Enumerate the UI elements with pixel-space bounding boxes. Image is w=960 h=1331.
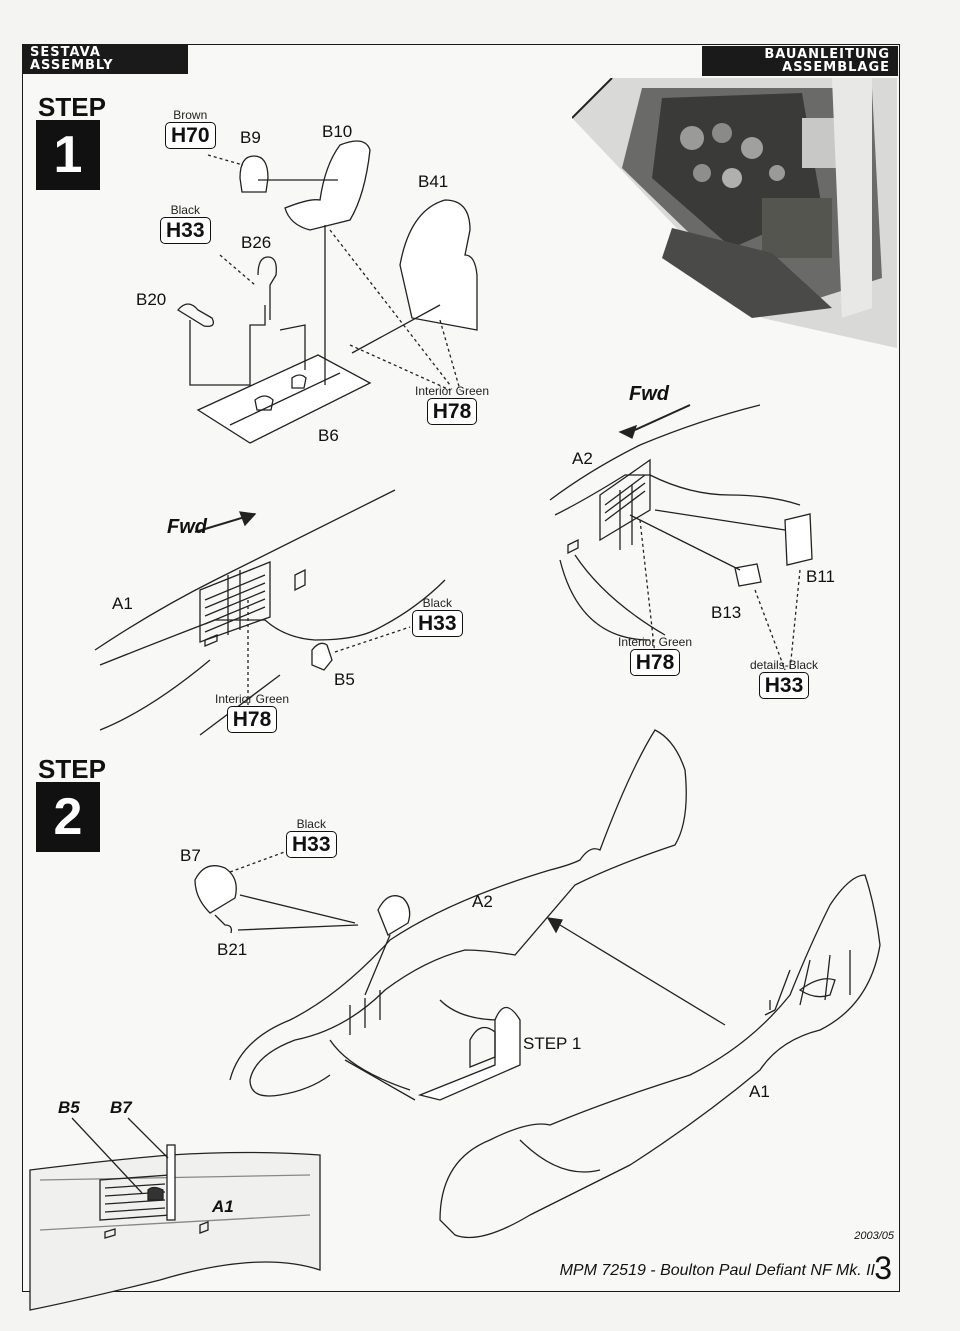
inset-label-a1: A1 bbox=[212, 1197, 234, 1216]
a2-fuselage-half bbox=[229, 729, 687, 1097]
paint-callout-h33: Black H33 bbox=[412, 596, 463, 637]
part-label-b7: B7 bbox=[180, 846, 201, 865]
part-label-b41: B41 bbox=[418, 172, 449, 191]
paint-code: H33 bbox=[286, 831, 337, 858]
part-label-a1: A1 bbox=[749, 1082, 770, 1101]
part-label-b21: B21 bbox=[217, 940, 248, 959]
part-label-b6: B6 bbox=[318, 426, 339, 445]
header-left-line2: ASSEMBLY bbox=[30, 58, 114, 73]
print-date: 2003/05 bbox=[854, 1230, 894, 1242]
paint-name: Interior Green bbox=[415, 384, 490, 398]
b41-armour-plate bbox=[399, 199, 478, 331]
paint-code: H78 bbox=[629, 649, 681, 676]
step1-number: 1 bbox=[36, 120, 100, 190]
part-label-b11: B11 bbox=[806, 567, 835, 586]
page-number: 3 bbox=[874, 1250, 892, 1286]
paint-callout-h78: Interior Green H78 bbox=[618, 635, 692, 676]
part-label-a2: A2 bbox=[572, 449, 593, 468]
inset-detail bbox=[29, 1151, 321, 1311]
header-right-badge: BAUANLEITUNG ASSEMBLAGE bbox=[702, 46, 898, 76]
paint-name: details-Black bbox=[750, 658, 819, 672]
part-label-a2: A2 bbox=[472, 892, 493, 911]
paint-callout-h33: details-Black H33 bbox=[750, 658, 818, 699]
paint-callout-h33: Black H33 bbox=[286, 817, 337, 858]
paint-name: Black bbox=[170, 203, 200, 217]
part-label-b13: B13 bbox=[711, 603, 742, 622]
header-left-badge: SESTAVA ASSEMBLY bbox=[22, 44, 188, 74]
part-label-b9: B9 bbox=[240, 128, 261, 147]
header-left-line1: SESTAVA bbox=[30, 45, 101, 60]
part-label-b5: B5 bbox=[334, 670, 355, 689]
step2-number: 2 bbox=[36, 782, 100, 852]
header-right-line2: ASSEMBLAGE bbox=[782, 60, 890, 75]
paint-code: H70 bbox=[165, 122, 216, 149]
paint-code: H33 bbox=[412, 610, 463, 637]
paint-code: H78 bbox=[426, 398, 478, 425]
step2-label: STEP bbox=[38, 754, 106, 784]
a1-fuselage-half bbox=[439, 874, 881, 1239]
fwd-label: Fwd bbox=[629, 383, 669, 405]
a2-fuselage-interior bbox=[549, 404, 801, 641]
paint-code: H33 bbox=[160, 217, 211, 244]
paint-code: H33 bbox=[758, 672, 810, 699]
header-right-line1: BAUANLEITUNG bbox=[764, 47, 890, 62]
paint-callout-h70: Brown H70 bbox=[165, 108, 216, 149]
paint-name: Brown bbox=[173, 108, 208, 122]
b10-seat bbox=[284, 140, 371, 231]
fwd-label: Fwd bbox=[167, 516, 207, 538]
kit-title: MPM 72519 - Boulton Paul Defiant NF Mk. … bbox=[559, 1262, 875, 1279]
paint-callout-h78: Interior Green H78 bbox=[415, 384, 489, 425]
cockpit-photo bbox=[572, 78, 897, 348]
part-label-step1-ref: STEP 1 bbox=[523, 1034, 582, 1053]
part-label-b10: B10 bbox=[322, 122, 353, 141]
paint-code: H78 bbox=[226, 706, 278, 733]
paint-name: Black bbox=[422, 596, 452, 610]
step1-label: STEP bbox=[38, 92, 106, 122]
b7-bulkhead bbox=[194, 865, 237, 914]
a1-fuselage-interior bbox=[94, 489, 446, 736]
b26-control-column bbox=[257, 256, 277, 320]
part-label-b26: B26 bbox=[241, 233, 272, 252]
b20-rudder-bar bbox=[177, 303, 215, 327]
inset-label-b7: B7 bbox=[110, 1098, 132, 1117]
paint-callout-h33: Black H33 bbox=[160, 203, 211, 244]
paint-name: Interior Green bbox=[215, 692, 290, 706]
b9-seat-back-pad bbox=[239, 155, 269, 193]
step1-subassembly bbox=[417, 1006, 521, 1101]
part-label-a1: A1 bbox=[112, 594, 133, 613]
paint-name: Interior Green bbox=[618, 635, 693, 649]
inset-label-b5: B5 bbox=[58, 1098, 80, 1117]
paint-name: Black bbox=[296, 817, 326, 831]
paint-callout-h78: Interior Green H78 bbox=[215, 692, 289, 733]
part-label-b20: B20 bbox=[136, 290, 167, 309]
